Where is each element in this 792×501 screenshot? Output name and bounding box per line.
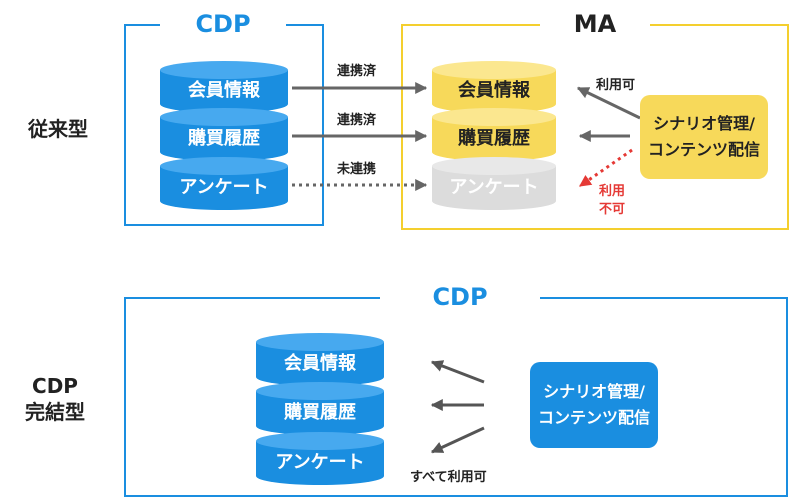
top-cdp-db-label-2: 購買履歴	[188, 128, 260, 149]
bottom-db-label-3: アンケート	[275, 452, 365, 473]
link-label-2: 連携済	[337, 113, 377, 128]
top-scenario-line2: コンテンツ配信	[647, 140, 760, 159]
top-cdp-title: CDP	[160, 10, 286, 38]
unusable-label-line2: 不可	[599, 202, 626, 217]
row-label-cdp-complete-line1: CDP	[32, 374, 78, 398]
bottom-scenario-line2: コンテンツ配信	[537, 408, 650, 427]
top-cdp-db-stack	[160, 61, 288, 210]
top-ma-db-label-1: 会員情報	[458, 80, 530, 101]
top-cdp-db-label-1: 会員情報	[188, 80, 260, 101]
bottom-cdp-db-stack	[256, 333, 384, 485]
top-cdp-db-1	[160, 61, 288, 113]
bottom-arrow-3	[430, 426, 485, 454]
link-label-3: 未連携	[337, 162, 377, 177]
top-ma-db-3	[432, 157, 556, 210]
bottom-scenario-line1: シナリオ管理/	[543, 382, 645, 401]
row-label-traditional: 従来型	[28, 117, 88, 141]
top-ma-db-label-2: 購買履歴	[458, 128, 530, 149]
row-label-cdp-complete: CDP 完結型	[10, 373, 100, 425]
bottom-db-3	[256, 432, 384, 485]
top-scenario-box: シナリオ管理/ コンテンツ配信	[640, 95, 768, 179]
top-ma-db-stack	[432, 61, 556, 210]
top-cdp-db-3	[160, 157, 288, 210]
top-cdp-db-2	[160, 108, 288, 161]
all-usable-label: すべて利用可	[410, 470, 487, 485]
usable-label: 利用可	[596, 78, 636, 93]
bottom-cdp-title: CDP	[380, 283, 540, 311]
unusable-label: 利用 不可	[599, 183, 625, 219]
top-ma-title: MA	[540, 10, 650, 38]
top-ma-db-2	[432, 108, 556, 161]
top-cdp-db-label-3: アンケート	[179, 177, 269, 198]
top-scenario-line1: シナリオ管理/	[653, 114, 755, 133]
row-label-cdp-complete-line2: 完結型	[25, 400, 85, 424]
unusable-arrow	[579, 148, 633, 188]
unusable-label-line1: 利用	[599, 184, 626, 199]
top-ma-db-label-3: アンケート	[449, 177, 539, 198]
bottom-arrow-1	[430, 360, 485, 384]
link-label-1: 連携済	[337, 64, 377, 79]
top-ma-db-1	[432, 61, 556, 113]
bottom-db-2	[256, 382, 384, 435]
bottom-db-1	[256, 333, 384, 386]
bottom-db-label-1: 会員情報	[284, 353, 356, 374]
bottom-db-label-2: 購買履歴	[284, 402, 356, 423]
bottom-scenario-box: シナリオ管理/ コンテンツ配信	[530, 362, 658, 448]
usable-arrow-1	[576, 86, 641, 120]
